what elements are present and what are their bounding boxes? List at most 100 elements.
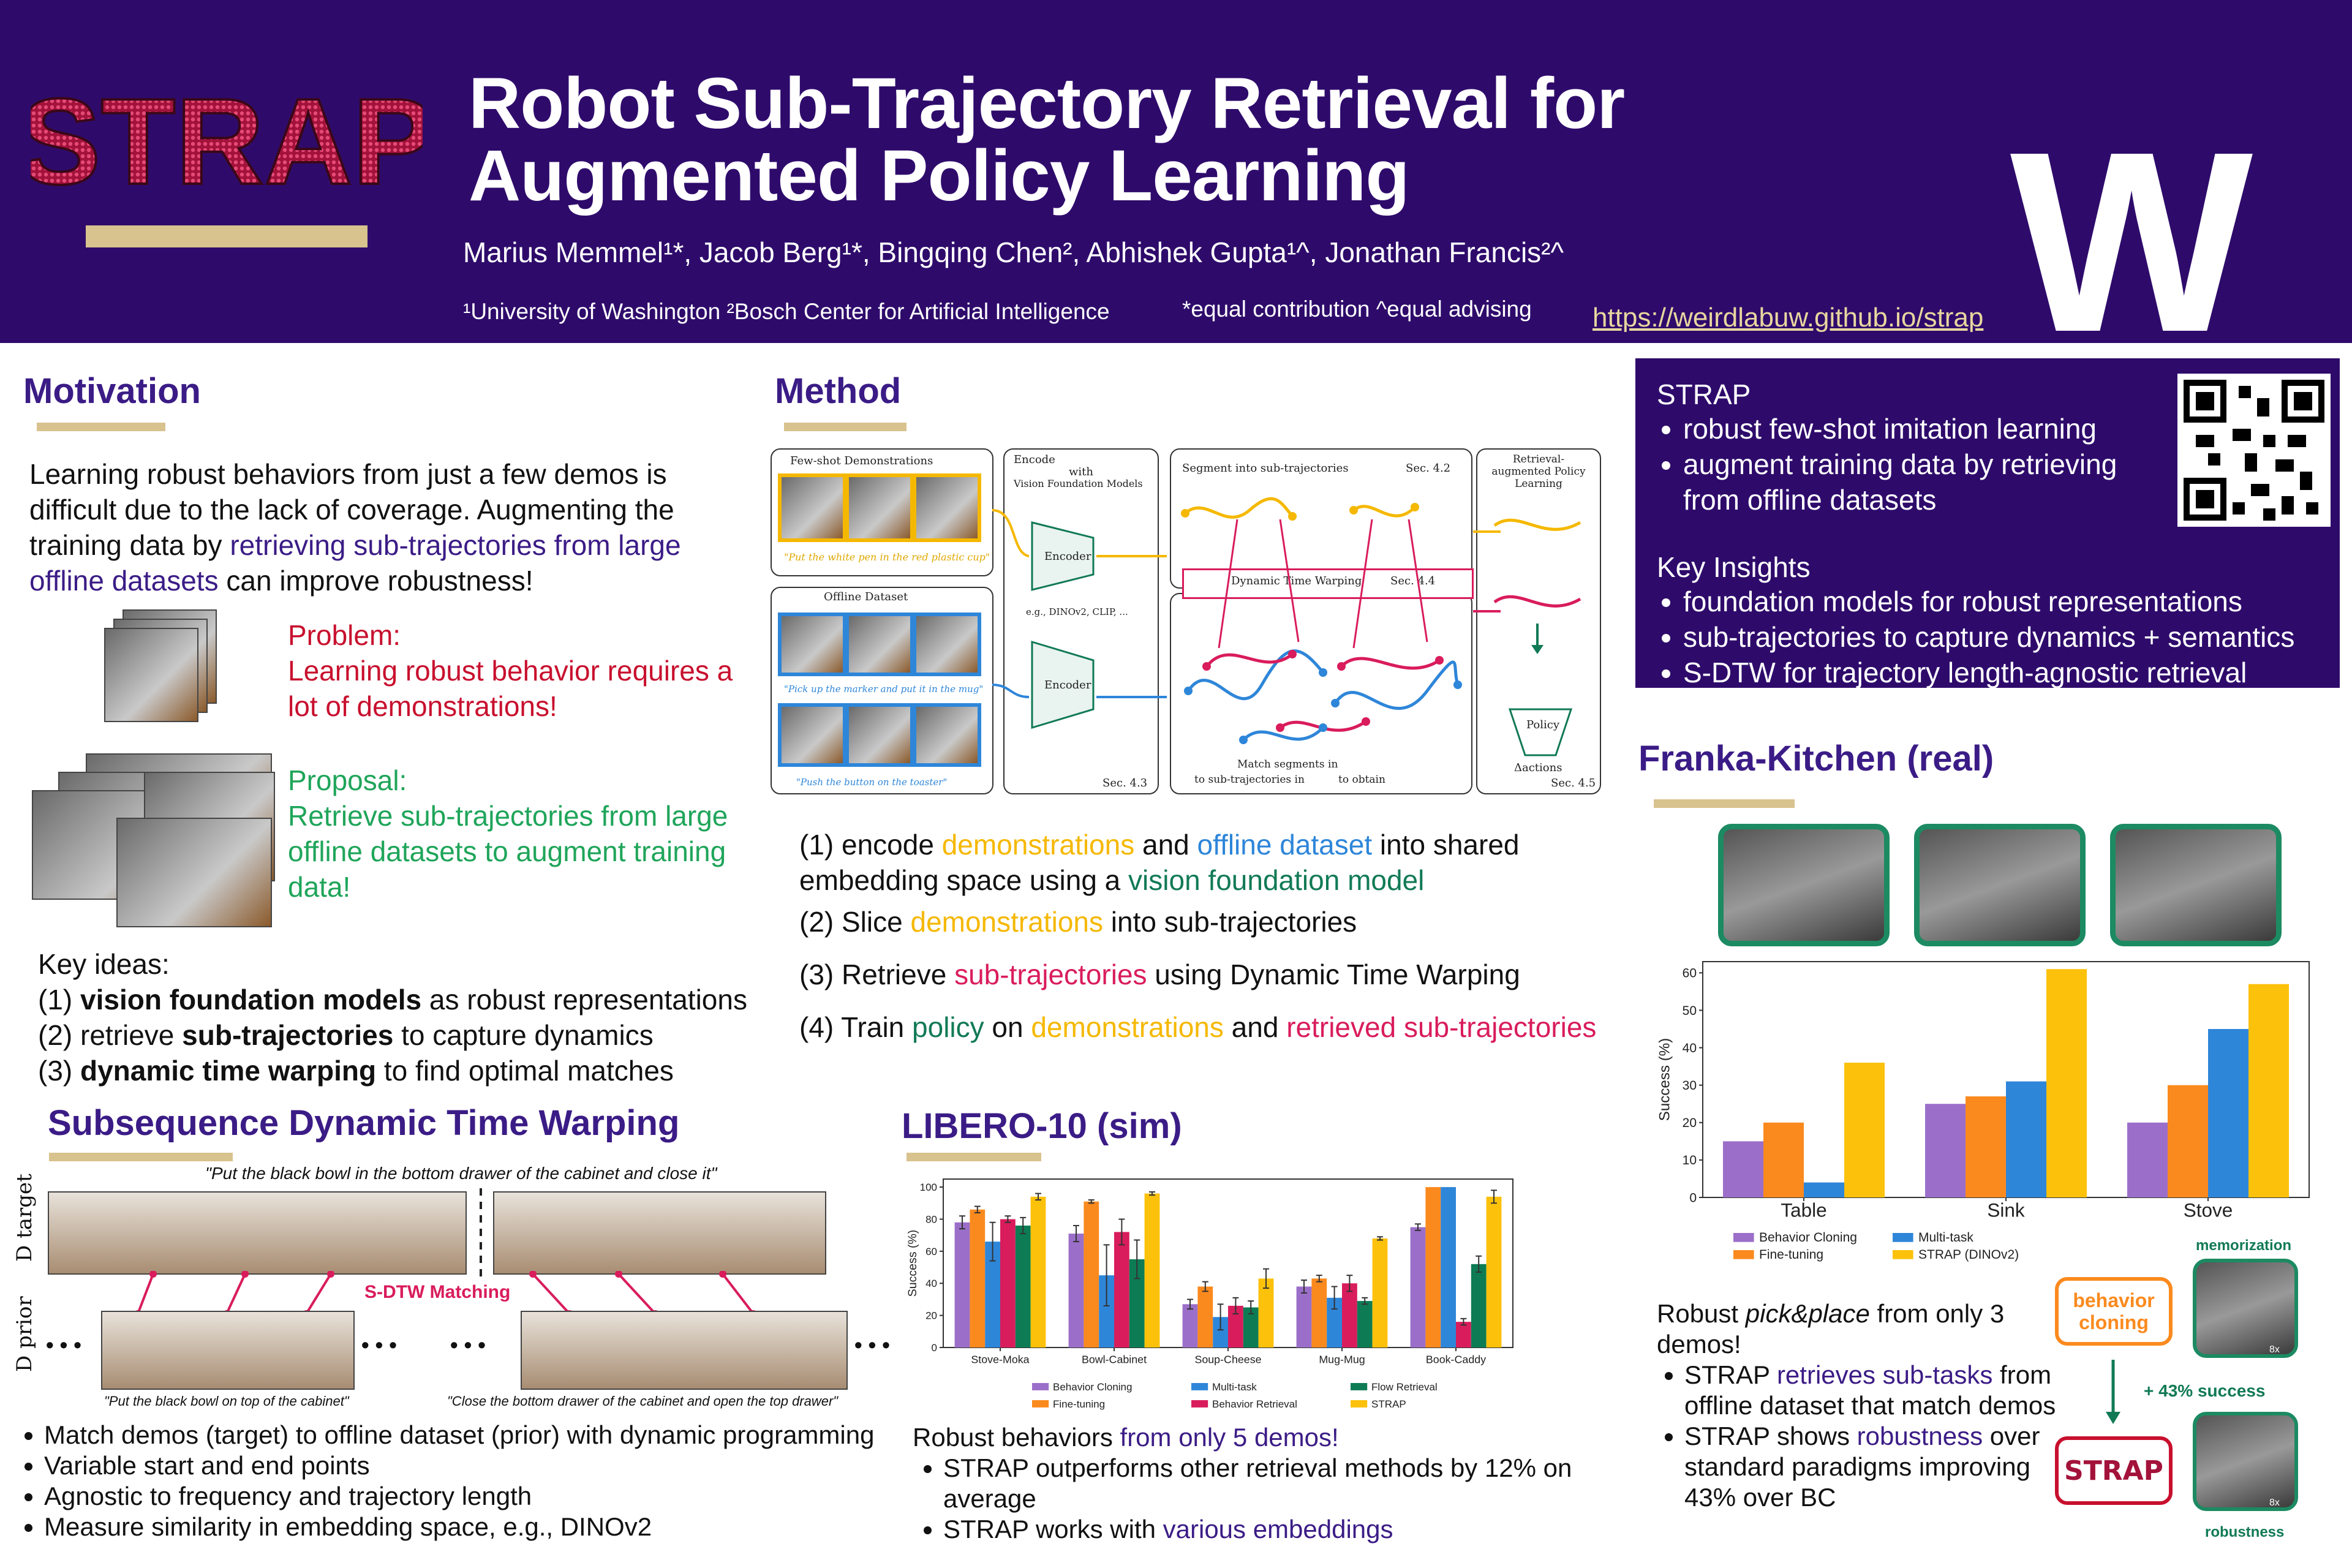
y-tick-label: 10 xyxy=(1683,1153,1697,1167)
encoder-top-shape xyxy=(1031,521,1095,591)
kitchen-bullet-1-part-1: retrieves sub-tasks xyxy=(1776,1360,1993,1389)
uw-logo-letter: W xyxy=(2010,129,2255,343)
prior-ellipsis-3: • • • xyxy=(450,1332,486,1357)
key-idea-1: (1) vision foundation models as robust r… xyxy=(38,984,747,1016)
method-step-2-part-2: into sub-trajectories xyxy=(1102,906,1357,938)
y-tick-label: 50 xyxy=(1683,1004,1697,1018)
legend-swatch xyxy=(1733,1233,1754,1242)
x-tick-label: Table xyxy=(1781,1199,1826,1221)
y-tick-label: 0 xyxy=(1689,1191,1697,1205)
libero-bullet-1-part-0: STRAP outperforms other retrieval method… xyxy=(943,1453,1572,1513)
sec43-label: Sec. 4.3 xyxy=(1102,777,1148,790)
prior-ellipsis-1: • • • xyxy=(46,1332,81,1357)
libero-bullet-1: STRAP outperforms other retrieval method… xyxy=(943,1453,1666,1514)
strap-logo: STRAP xyxy=(31,72,423,211)
encode-vfm: Vision Foundation Models xyxy=(1014,478,1143,489)
bar xyxy=(1015,1225,1031,1348)
bar xyxy=(1182,1304,1198,1348)
sdtw-bullets: Match demos (target) to offline dataset … xyxy=(13,1420,938,1542)
legend-label: Flow Retrieval xyxy=(1371,1381,1438,1393)
strap-box-bullets: robust few-shot imitation learning augme… xyxy=(1653,411,2173,518)
bar xyxy=(2006,1081,2046,1197)
bar xyxy=(1084,1201,1099,1348)
bar xyxy=(970,1209,986,1348)
method-step-2-part-0: (2) Slice xyxy=(799,906,911,938)
offline-title: Offline Dataset xyxy=(824,590,908,603)
method-heading: Method xyxy=(775,371,902,411)
bar xyxy=(1296,1286,1312,1348)
y-tick-label: 80 xyxy=(925,1213,937,1225)
method-step-2: (2) Slice demonstrations into sub-trajec… xyxy=(799,904,1638,940)
legend-label: Behavior Cloning xyxy=(1759,1231,1857,1245)
bar xyxy=(1925,1104,1966,1197)
libero-heading: LIBERO-10 (sim) xyxy=(902,1106,1182,1146)
method-step-1-part-5: vision foundation model xyxy=(1128,864,1425,896)
offline-caption-2: "Push the button on the toaster" xyxy=(796,777,948,788)
legend-label: STRAP xyxy=(1371,1398,1406,1410)
legend-swatch xyxy=(1032,1383,1049,1390)
sdtw-matching-label: S-DTW Matching xyxy=(364,1282,511,1302)
method-step-3: (3) Retrieve sub-trajectories using Dyna… xyxy=(799,957,1638,992)
kitchen-bullet-2-part-2: over standard paradigms improving 43% ov… xyxy=(1684,1422,2040,1512)
authors: Marius Memmel¹*, Jacob Berg¹*, Bingqing … xyxy=(463,236,1564,268)
bar xyxy=(2168,1085,2208,1197)
kitchen-bullet-1: STRAP retrieves sub-tasks from offline d… xyxy=(1684,1360,2076,1421)
segment-box xyxy=(1170,448,1472,589)
qr-code[interactable] xyxy=(2177,374,2331,527)
method-step-3-part-2: using Dynamic Time Warping xyxy=(1147,959,1520,990)
x-tick-label: Book-Caddy xyxy=(1426,1354,1486,1366)
target-divider xyxy=(480,1188,482,1280)
prior-caption-left: "Put the black bowl on top of the cabine… xyxy=(104,1393,349,1409)
encoder-top-label: Encoder xyxy=(1044,550,1091,563)
actions-label: Δactions xyxy=(1514,761,1562,774)
x-tick-label: Stove-Moka xyxy=(971,1354,1029,1366)
y-tick-label: 40 xyxy=(925,1278,937,1289)
bar xyxy=(1763,1122,1804,1197)
bar xyxy=(1197,1286,1213,1348)
bar xyxy=(1425,1187,1441,1348)
bar xyxy=(1030,1196,1046,1348)
libero-bullet-2-part-1: various embeddings xyxy=(1163,1515,1393,1544)
bar xyxy=(1342,1283,1357,1348)
bar xyxy=(1723,1141,1763,1197)
bar xyxy=(1441,1187,1456,1348)
memorization-label: memorization xyxy=(2196,1237,2292,1254)
method-step-1: (1) encode demonstrations and offline da… xyxy=(799,827,1638,898)
bar xyxy=(2248,984,2289,1197)
sec45-label: Sec. 4.5 xyxy=(1551,777,1596,790)
bar xyxy=(2127,1122,2168,1197)
x-tick-label: Bowl-Cabinet xyxy=(1082,1354,1147,1366)
kitchen-underline xyxy=(1654,799,1795,808)
kitchen-summary: Robust pick&place from only 3 demos! xyxy=(1657,1299,2005,1359)
sdtw-top-caption: "Put the black bowl in the bottom drawer… xyxy=(205,1164,717,1183)
prior-ellipsis-4: • • • xyxy=(854,1332,890,1357)
motivation-intro: Learning robust behaviors from just a fe… xyxy=(29,458,681,597)
bar xyxy=(1410,1227,1426,1348)
y-tick-label: 0 xyxy=(932,1342,937,1354)
uw-logo: W xyxy=(2010,129,2255,343)
bar xyxy=(1357,1301,1373,1348)
bar xyxy=(1372,1238,1388,1348)
policy-label: Policy xyxy=(1526,718,1559,731)
kitchen-bullet-2: STRAP shows robustness over standard par… xyxy=(1684,1421,2076,1513)
y-tick-label: 60 xyxy=(1683,967,1697,981)
target-axis-label: D target xyxy=(12,1174,37,1262)
gain-label: + 43% success xyxy=(2144,1381,2266,1400)
y-tick-label: 40 xyxy=(1683,1041,1697,1055)
legend-label: Fine-tuning xyxy=(1053,1398,1105,1410)
bar xyxy=(1844,1063,1885,1197)
sec44-label: Sec. 4.4 xyxy=(1390,575,1436,587)
x-tick-label: Mug-Mug xyxy=(1319,1354,1365,1366)
prior-ellipsis-2: • • • xyxy=(361,1332,397,1357)
method-step-3-part-0: (3) Retrieve xyxy=(799,959,955,990)
libero-underline xyxy=(907,1153,1041,1161)
kitchen-bullet-2-part-0: STRAP shows xyxy=(1684,1422,1857,1450)
legend-swatch xyxy=(1893,1233,1913,1242)
project-link[interactable]: https://weirdlabuw.github.io/strap xyxy=(1593,303,1984,333)
bar xyxy=(1486,1196,1502,1348)
legend-swatch xyxy=(1733,1250,1754,1259)
poster-title: Robot Sub-Trajectory Retrieval for Augme… xyxy=(469,67,1625,212)
strap-summary-box: STRAP robust few-shot imitation learning… xyxy=(1635,358,2340,688)
